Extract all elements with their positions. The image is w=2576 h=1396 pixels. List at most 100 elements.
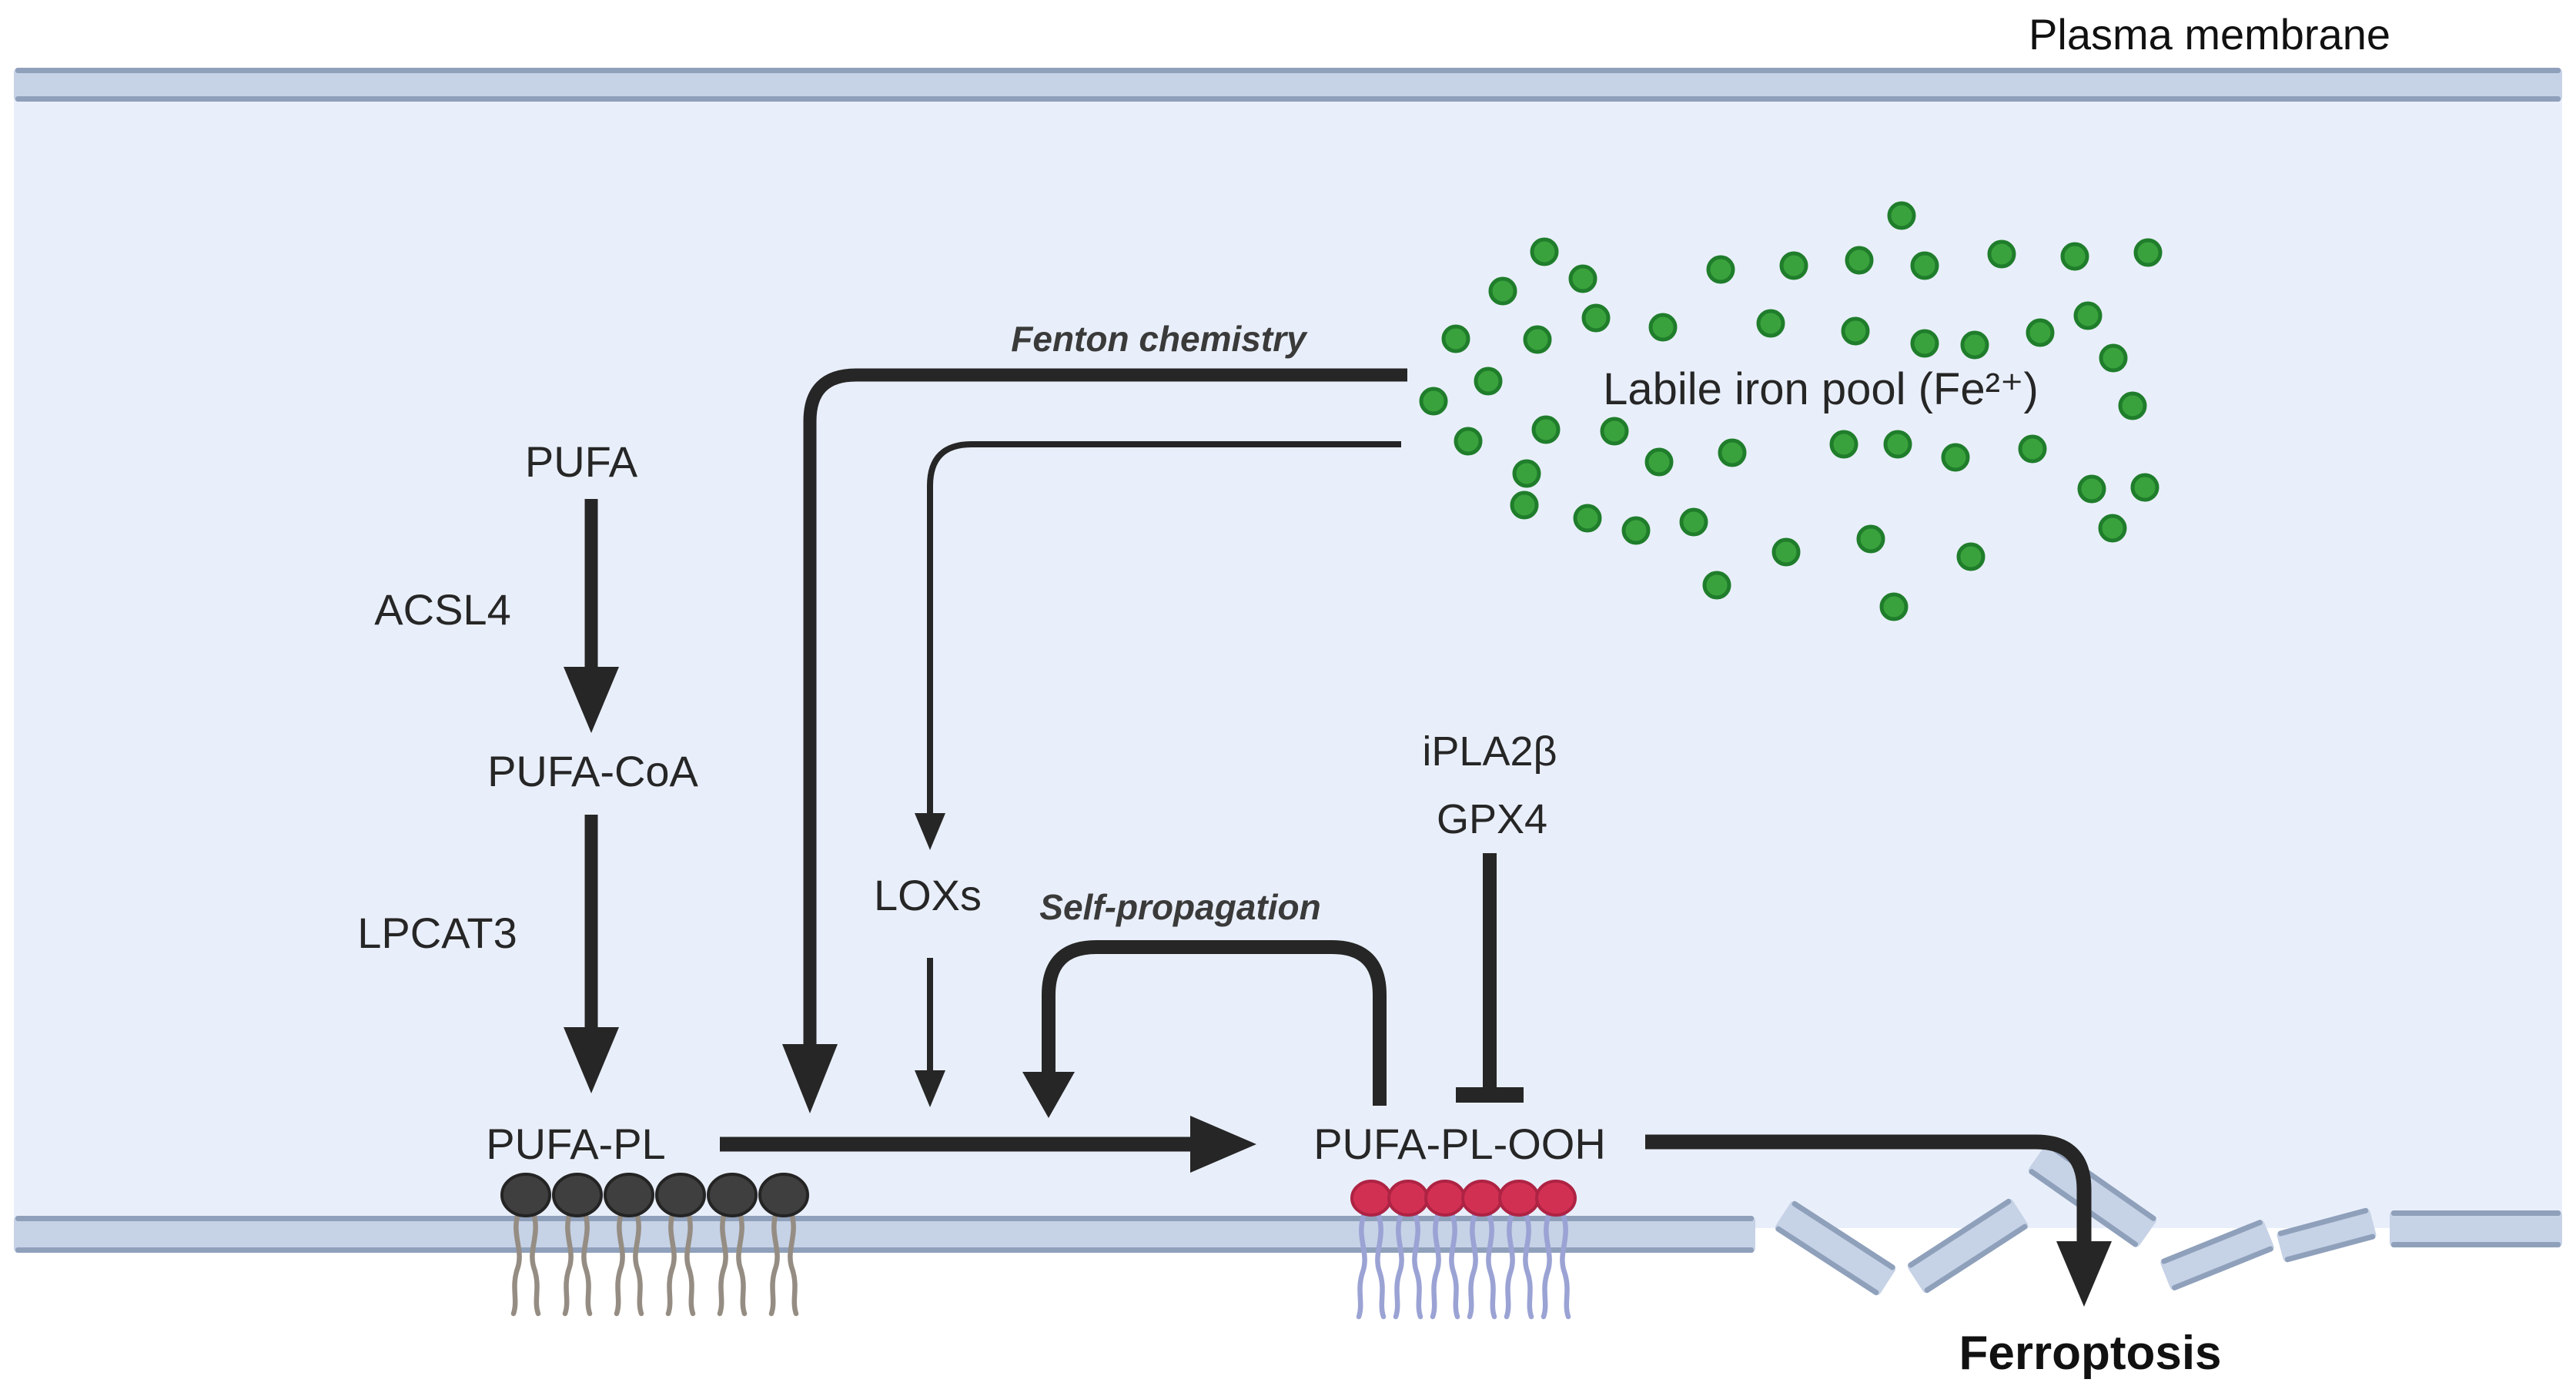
iron-ion-dot (1644, 447, 1674, 477)
lipid-tail (581, 1207, 593, 1317)
loxs-down-arrow (915, 958, 945, 1107)
cell-interior (14, 85, 2562, 1228)
iron-ion-dot (1441, 324, 1470, 353)
lipid-tail (788, 1207, 799, 1317)
iron-ion-dot (1679, 507, 1708, 537)
iron-ion-dot (1510, 490, 1539, 520)
iron-ion-dot (1779, 251, 1808, 280)
iron-ion-dot (1956, 542, 1986, 571)
lipid-tail (562, 1207, 574, 1317)
fenton-chemistry-label: Fenton chemistry (1011, 319, 1308, 359)
iron-ion-dot (2133, 238, 2163, 267)
lipid-head (1498, 1180, 1540, 1217)
lipid-tail (530, 1207, 541, 1317)
lipid-tail (1523, 1210, 1534, 1320)
lipid-head (604, 1173, 654, 1217)
iron-ion-dot (1488, 276, 1517, 306)
iron-ion-dot (1512, 459, 1541, 488)
lipid-head (1535, 1180, 1577, 1217)
lipid-head (552, 1173, 603, 1217)
iron-ion-dot (1771, 537, 1801, 567)
gpx4-inhibition-bar (1456, 853, 1524, 1103)
lipid-head (758, 1173, 809, 1217)
iron-ion-dot (2077, 474, 2106, 504)
iron-ion-dot (1987, 239, 2016, 269)
iron-ion-dot (1600, 417, 1629, 446)
ipla2b-label: iPLA2β (1422, 728, 1557, 775)
lipid-head (1424, 1180, 1466, 1217)
pufa-pl-label: PUFA-PL (486, 1120, 665, 1168)
iron-ion-dot (1960, 330, 1989, 360)
iron-ion-dot (1829, 430, 1858, 459)
iron-ion-dot (2118, 391, 2147, 420)
lipid-tail (717, 1207, 728, 1317)
iron-ion-dot (1706, 255, 1735, 284)
labile-iron-pool-label: Labile iron pool (Fe²⁺) (1603, 364, 2039, 414)
iron-ion-dot (2073, 301, 2103, 330)
iron-to-loxs-arrow (915, 441, 1401, 850)
lipid-tail (768, 1207, 780, 1317)
lipid-tail (1560, 1210, 1571, 1320)
self-propagation-label: Self-propagation (1039, 887, 1320, 927)
iron-ion-dot (1756, 309, 1785, 338)
iron-ion-dot (2099, 343, 2128, 373)
lipid-tail (665, 1207, 677, 1317)
lipid-tail (1375, 1210, 1387, 1320)
lipid-head (1461, 1180, 1503, 1217)
lipid-tail (1467, 1210, 1478, 1320)
iron-ion-dot (1941, 443, 1970, 472)
iron-ion-dot (1856, 524, 1885, 554)
lipid-tail (1356, 1210, 1367, 1320)
lipid-tail (633, 1207, 644, 1317)
membrane-layer (14, 68, 2562, 1296)
pathway-arrows (564, 368, 2112, 1307)
iron-ion-dot (2026, 318, 2055, 347)
lipid-tail (1486, 1210, 1497, 1320)
lpcat3-label: LPCAT3 (357, 909, 517, 957)
lipid-tail (614, 1207, 625, 1317)
iron-ion-dot (2060, 242, 2089, 271)
iron-ion-dot (1581, 303, 1611, 333)
membrane-segment (2160, 1220, 2274, 1291)
acsl4-label: ACSL4 (374, 585, 510, 634)
lipid-tail (1412, 1210, 1423, 1320)
labile-iron-pool-dots (1419, 201, 2163, 621)
iron-ion-dot (1474, 367, 1503, 396)
lipid-tail (510, 1207, 522, 1317)
lipid-tail (1504, 1210, 1515, 1320)
iron-ion-dot (1718, 438, 1747, 467)
lipid-tail (684, 1207, 696, 1317)
gpx4-label: GPX4 (1437, 796, 1547, 842)
lipid-tail (1449, 1210, 1460, 1320)
iron-ion-dot (1648, 313, 1678, 342)
iron-ion-dot (1531, 415, 1561, 444)
iron-ion-dot (1910, 251, 1939, 280)
pufa-pl-ooh-label: PUFA-PL-OOH (1313, 1120, 1606, 1168)
lipid-tail (1541, 1210, 1552, 1320)
iron-ion-dot (1419, 387, 1448, 416)
lipid-head (655, 1173, 706, 1217)
pufa-label: PUFA (525, 437, 638, 486)
iron-ion-dot (1887, 201, 1916, 230)
iron-ion-dot (1841, 316, 1870, 346)
lipid-head (1387, 1180, 1429, 1217)
membrane-segment (1907, 1198, 2029, 1294)
lipid-head (500, 1173, 551, 1217)
iron-ion-dot (1573, 504, 1602, 533)
self-propagation-arrow (1022, 940, 1387, 1118)
iron-ion-dot (1883, 430, 1912, 459)
iron-ion-dot (1910, 329, 1939, 358)
iron-ion-dot (2098, 514, 2127, 543)
membrane-segment (1775, 1200, 1896, 1296)
membrane-segment (2277, 1207, 2377, 1263)
phospholipid-layer (500, 1173, 1577, 1320)
iron-ion-dot (1621, 516, 1651, 545)
pufa-pl-lipid-heads (500, 1173, 809, 1317)
pufa-pl-to-ooh-arrow (720, 1116, 1256, 1173)
lipid-tail (1393, 1210, 1404, 1320)
pufa-pl-ooh-lipid-heads (1350, 1180, 1577, 1320)
iron-ion-dot (1568, 264, 1597, 293)
plasma-membrane-label: Plasma membrane (2029, 10, 2390, 59)
iron-ion-dot (1879, 592, 1909, 621)
